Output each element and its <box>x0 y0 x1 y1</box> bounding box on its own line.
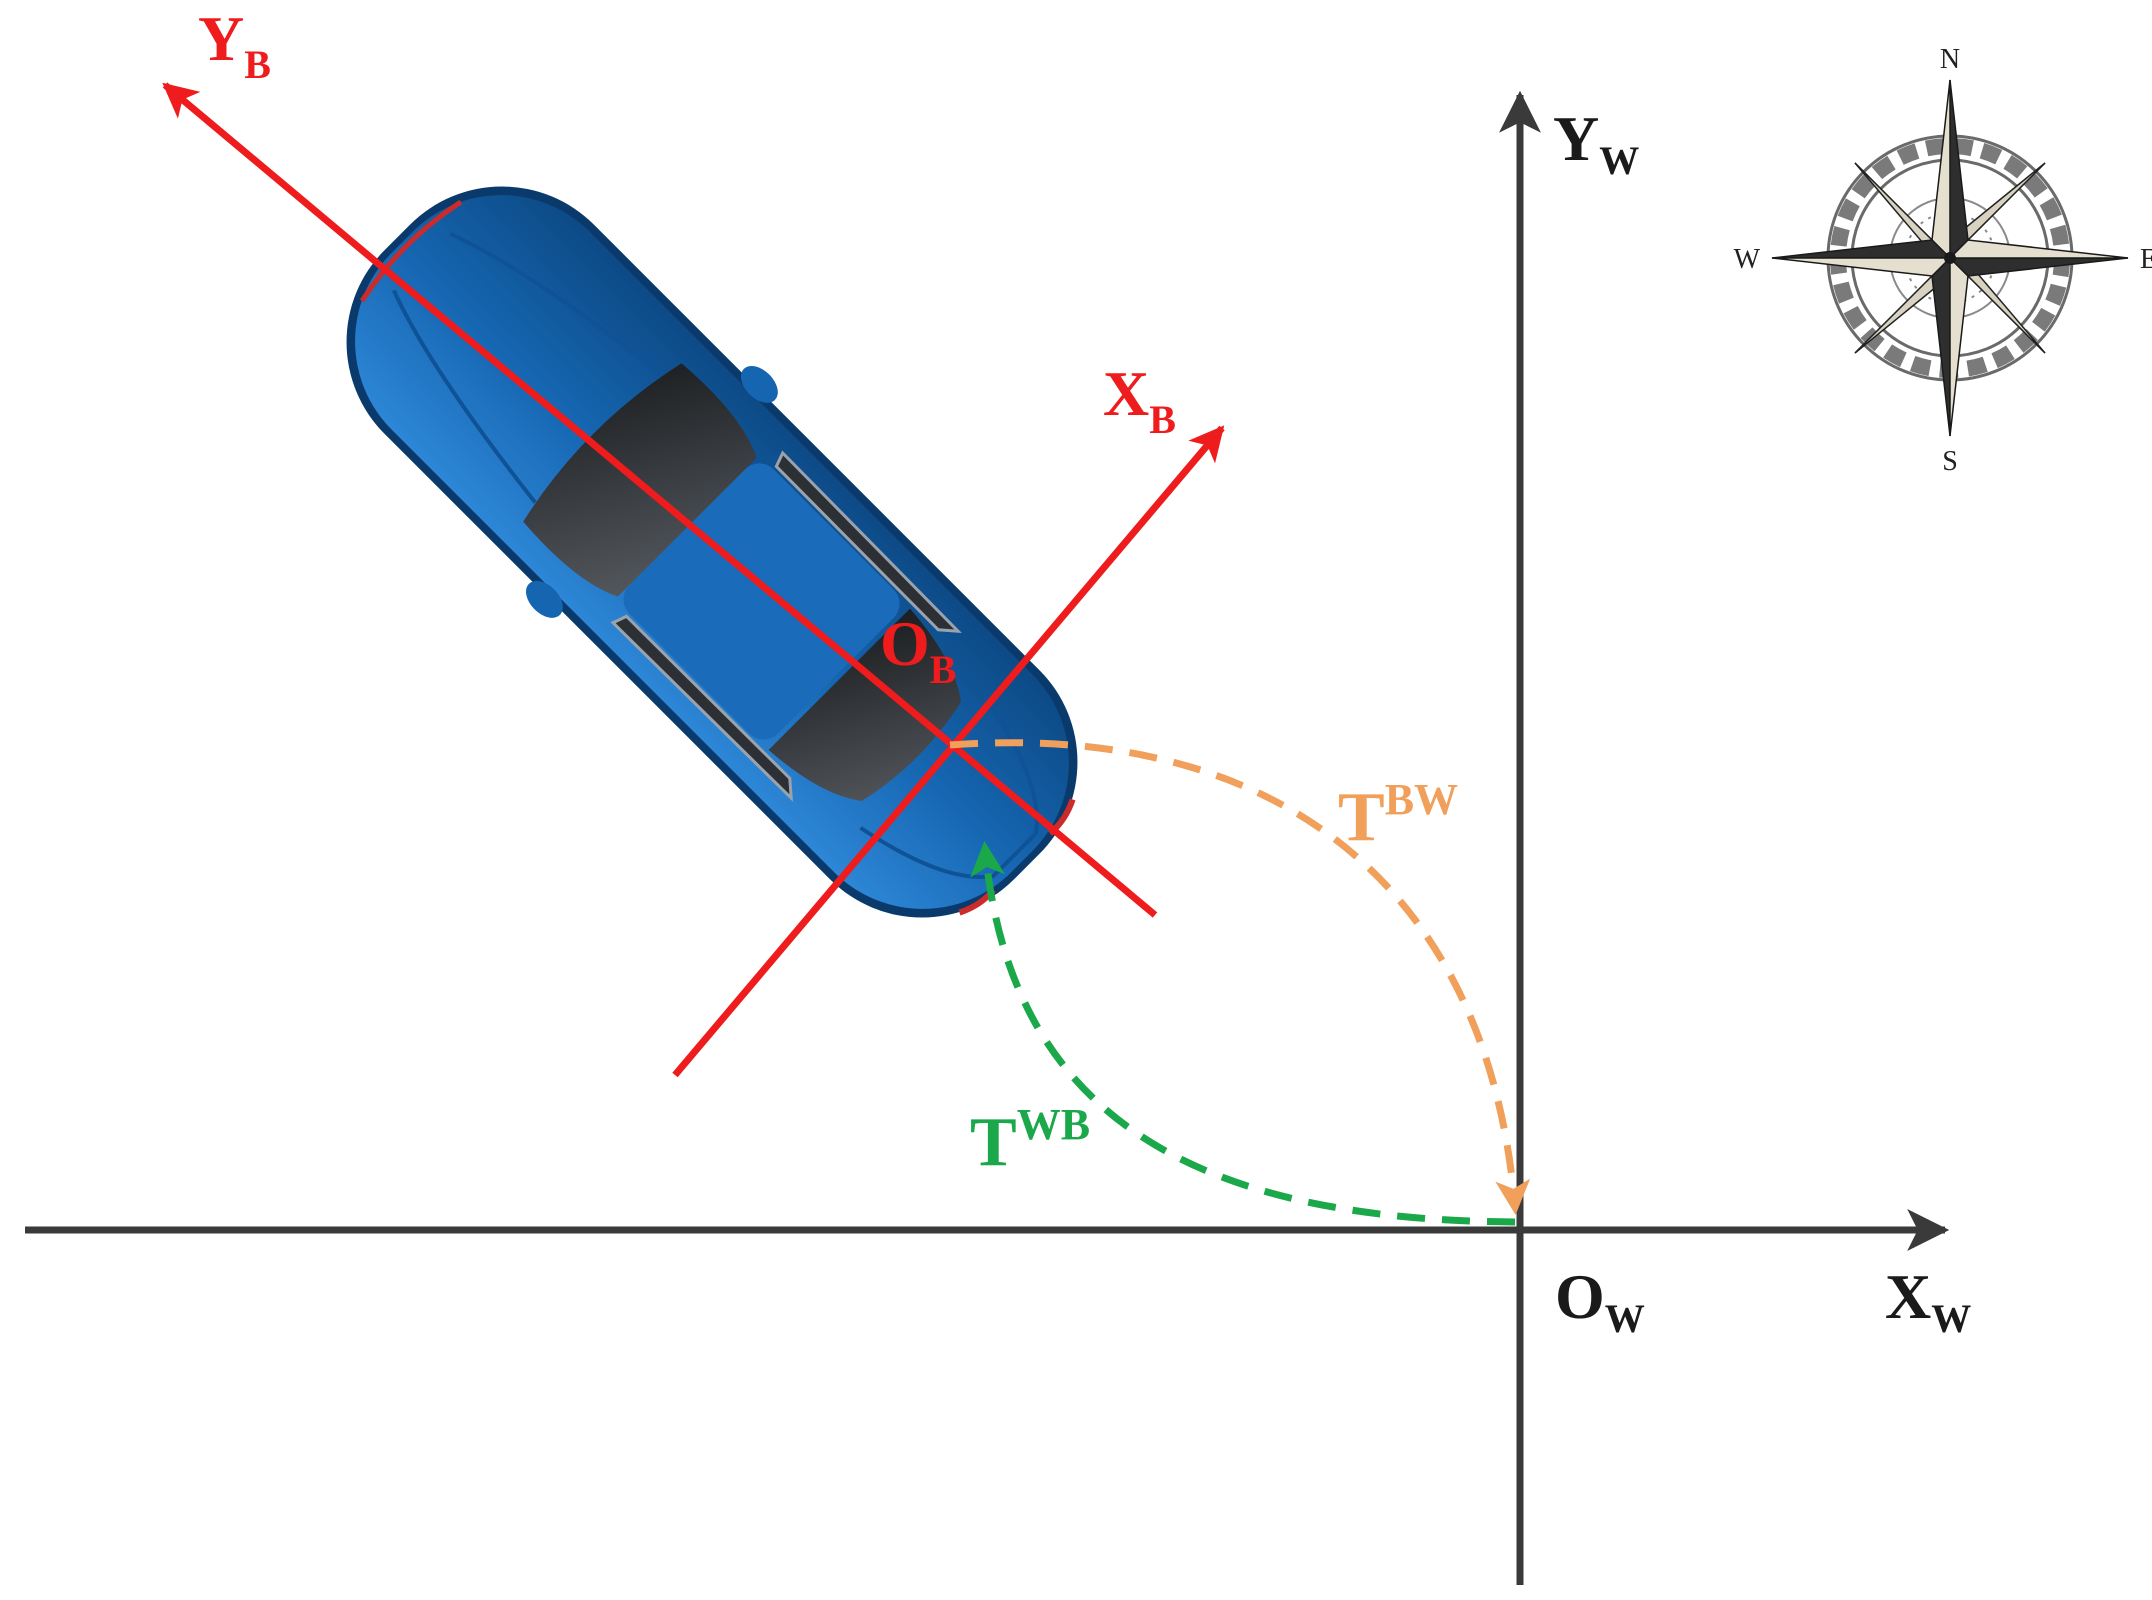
compass-rose-icon: N S E W <box>1734 44 2152 477</box>
transform-wb-letter: T <box>970 1104 1017 1181</box>
body-x-axis <box>672 425 1225 1078</box>
world-x-axis-label: XW <box>1885 1261 1971 1341</box>
world-origin-subscript: W <box>1605 1296 1645 1341</box>
compass-north-label: N <box>1940 44 1960 75</box>
world-y-axis-subscript: W <box>1599 138 1639 183</box>
compass-east-label: E <box>2140 244 2152 275</box>
transform-wb-superscript: WB <box>1017 1100 1090 1149</box>
body-x-axis-label: XB <box>1103 358 1176 442</box>
transform-bw-letter: T <box>1338 779 1385 856</box>
body-y-axis <box>162 82 1158 918</box>
body-y-axis-letter: Y <box>198 3 244 74</box>
world-origin-label: OW <box>1555 1261 1645 1341</box>
transform-bw-arc <box>949 739 1531 1215</box>
transform-bw-label: TBW <box>1338 775 1458 856</box>
world-y-axis-label: YW <box>1553 103 1639 183</box>
body-origin-letter: O <box>880 608 930 679</box>
world-y-axis-letter: Y <box>1553 103 1599 174</box>
transform-bw-superscript: BW <box>1385 775 1458 824</box>
compass-south-label: S <box>1942 446 1958 477</box>
world-x-axis-subscript: W <box>1931 1296 1971 1341</box>
body-origin-subscript: B <box>930 647 957 692</box>
body-x-axis-subscript: B <box>1149 397 1176 442</box>
body-y-axis-label: YB <box>198 3 271 87</box>
body-y-axis-subscript: B <box>244 42 271 87</box>
car-icon <box>346 186 1078 918</box>
world-x-axis-letter: X <box>1885 1261 1931 1332</box>
body-x-axis-letter: X <box>1103 358 1149 429</box>
transform-wb-label: TWB <box>970 1100 1090 1181</box>
world-origin-letter: O <box>1555 1261 1605 1332</box>
transform-wb-arc <box>970 841 1516 1226</box>
compass-west-label: W <box>1734 244 1761 275</box>
body-origin-label: OB <box>880 608 956 692</box>
